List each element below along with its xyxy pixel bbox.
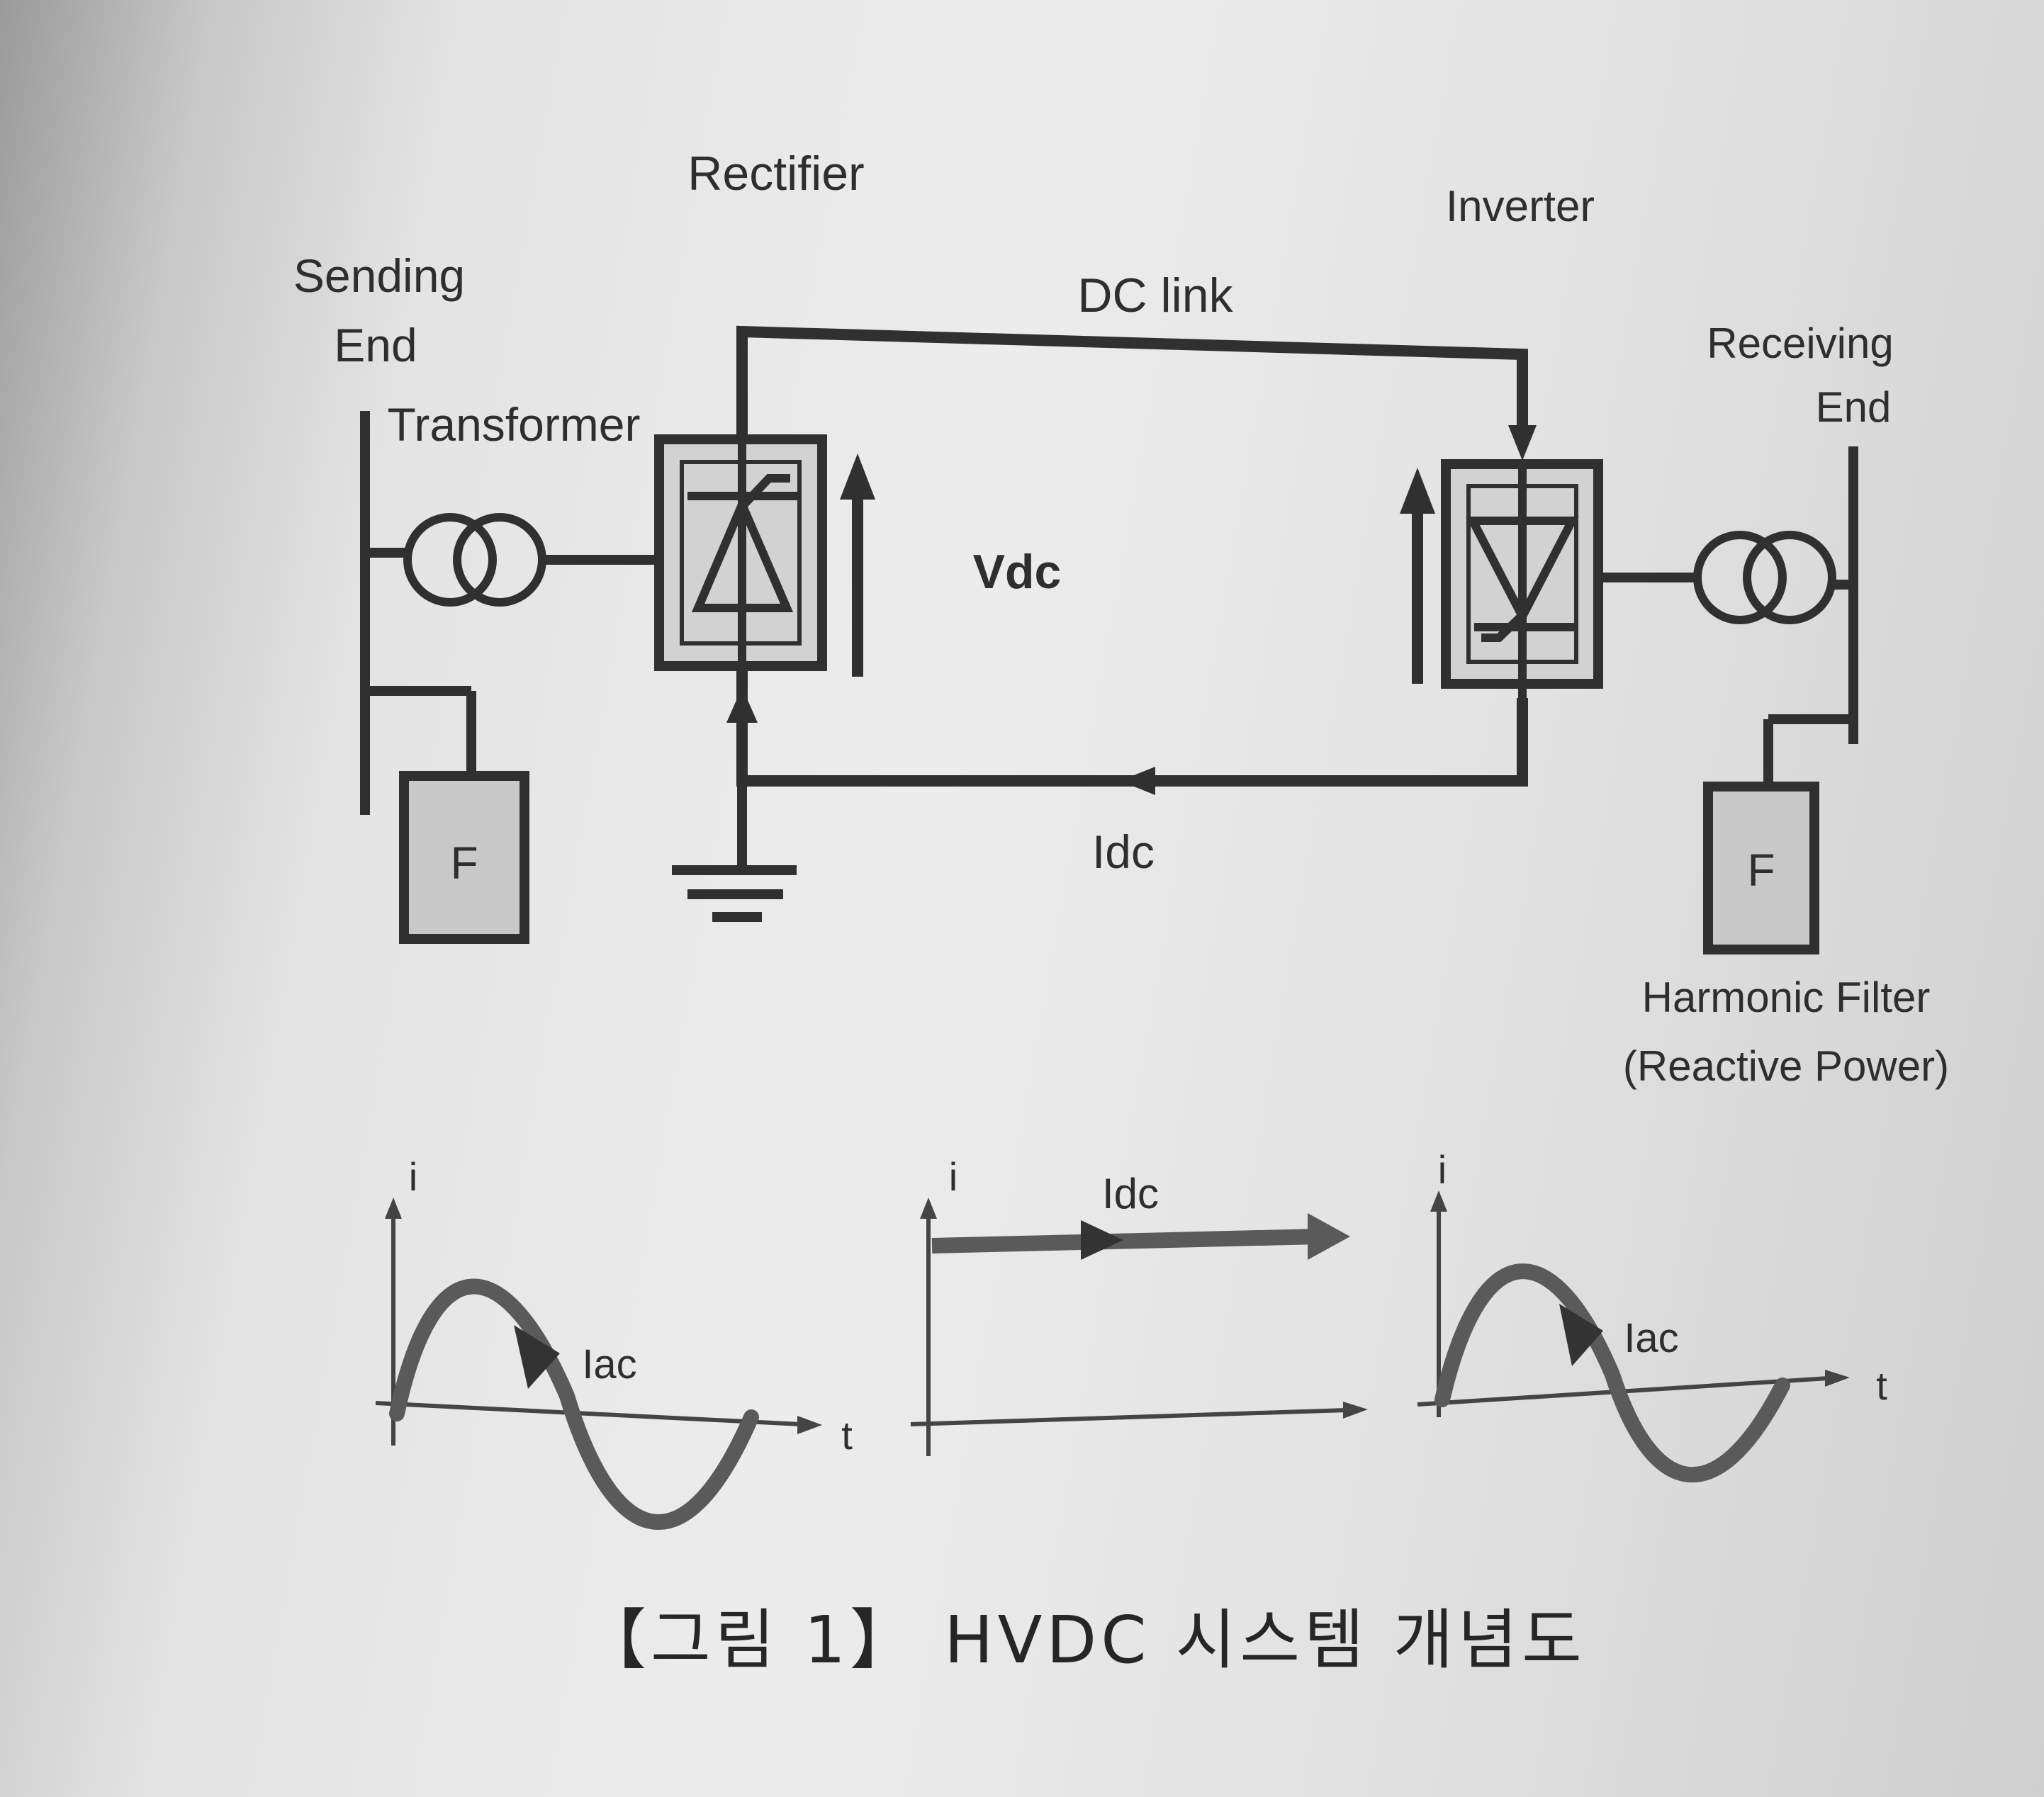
- waveform-right: i t Iac: [1417, 1147, 1887, 1483]
- waveform-middle-signal-label: Idc: [1102, 1170, 1159, 1217]
- vdc-arrow-right: [1400, 468, 1435, 684]
- harmonic-filter-label-1: Harmonic Filter: [1642, 974, 1931, 1021]
- dc-link-label: DC link: [1077, 269, 1233, 322]
- waveform-middle-y-label: i: [949, 1154, 958, 1199]
- waveform-left-x-label: t: [841, 1413, 853, 1458]
- waveform-right-signal-label: Iac: [1624, 1315, 1678, 1361]
- thyristor-up-icon: [687, 439, 797, 666]
- rectifier-label: Rectifier: [687, 147, 864, 201]
- transformer-label: Transformer: [388, 398, 641, 451]
- transformer-left: [403, 513, 659, 607]
- waveform-left-signal-label: Iac: [582, 1341, 636, 1387]
- waveform-left-y-label: i: [409, 1154, 417, 1199]
- sending-end-label-1: Sending: [293, 249, 465, 302]
- inverter-label: Inverter: [1446, 182, 1595, 231]
- waveform-right-x-label: t: [1876, 1363, 1887, 1408]
- figure-caption: 【그림 1】 HVDC 시스템 개념도: [581, 1602, 1586, 1678]
- filter-box-left: [399, 771, 529, 944]
- filter-right-label: F: [1747, 845, 1775, 896]
- waveform-middle: i Idc: [910, 1154, 1368, 1456]
- harmonic-filter-label-2: (Reactive Power): [1623, 1042, 1949, 1090]
- receiving-end-bus: [1763, 446, 1858, 787]
- receiving-end-label-2: End: [1816, 383, 1892, 431]
- filter-left-label: F: [450, 838, 478, 889]
- receiving-end-label-1: Receiving: [1707, 320, 1893, 367]
- idc-label: Idc: [1092, 826, 1155, 878]
- thyristor-down-icon: [1466, 461, 1579, 698]
- sending-end-bus: [360, 411, 476, 815]
- vdc-label: Vdc: [973, 545, 1062, 599]
- dc-arrowheads: [726, 425, 1537, 795]
- waveform-right-y-label: i: [1438, 1147, 1447, 1192]
- waveform-left: i t Iac: [375, 1154, 853, 1530]
- vdc-arrow-left: [840, 454, 875, 677]
- sending-end-label-2: End: [334, 319, 417, 371]
- transformer-right: [1598, 531, 1853, 624]
- filter-box-right: [1703, 782, 1819, 954]
- ground-icon: [672, 781, 797, 922]
